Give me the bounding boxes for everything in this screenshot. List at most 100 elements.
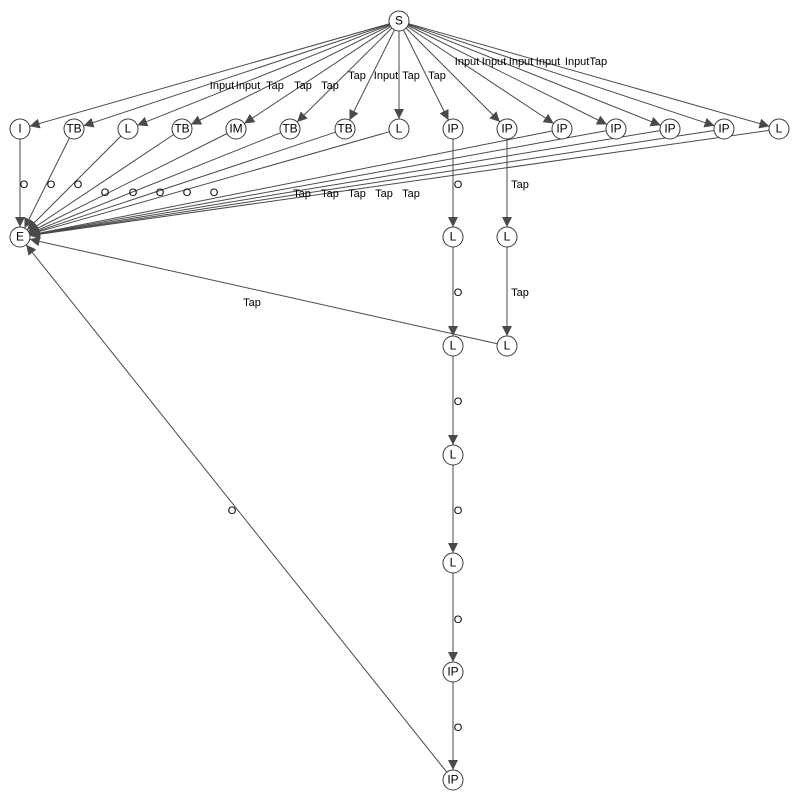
node-n12[interactable]: IP	[605, 118, 627, 140]
edge-S-n7	[349, 29, 395, 121]
node-circle	[496, 335, 518, 357]
edge-label: Input	[455, 56, 479, 68]
node-n9[interactable]: IP	[442, 118, 464, 140]
node-n4[interactable]: TB	[171, 118, 193, 140]
edge-label: Tap	[348, 70, 366, 82]
edge-S-n6	[296, 27, 393, 123]
edge-n15-E	[29, 129, 770, 240]
edge-label: O	[454, 287, 463, 299]
node-a1[interactable]: L	[442, 226, 464, 248]
node-label: L	[776, 122, 783, 136]
edge-S-n14	[408, 23, 715, 128]
edge-label: Tap	[402, 188, 420, 200]
node-circle	[9, 226, 31, 248]
edge-label: Tap	[511, 179, 529, 191]
edge-n2-E	[24, 137, 70, 229]
node-n13[interactable]: IP	[659, 118, 681, 140]
node-label: L	[504, 230, 511, 244]
edge-label: O	[454, 179, 463, 191]
node-label: TB	[282, 122, 297, 136]
node-label: IP	[447, 122, 458, 136]
edge-label: O	[47, 179, 56, 191]
node-label: IM	[229, 122, 242, 136]
node-n10[interactable]: IP	[496, 118, 518, 140]
edge-label: Tap	[511, 287, 529, 299]
node-circle	[442, 552, 464, 574]
edge-S-n5	[244, 26, 391, 124]
node-label: TB	[174, 122, 189, 136]
node-n6[interactable]: TB	[279, 118, 301, 140]
edge-label: O	[210, 187, 219, 199]
node-circle	[442, 444, 464, 466]
node-n3[interactable]: L	[117, 118, 139, 140]
edge-S-n2	[83, 23, 390, 128]
node-n7[interactable]: TB	[334, 118, 356, 140]
edge-label: Input	[536, 56, 560, 68]
edge-n11-E	[29, 130, 553, 238]
edge-S-n11	[407, 26, 554, 124]
node-label: L	[450, 556, 457, 570]
node-circle	[117, 118, 139, 140]
node-n14[interactable]: IP	[713, 118, 735, 140]
edge-label: Input	[236, 80, 260, 92]
node-a5[interactable]: IP	[442, 661, 464, 683]
node-label: IP	[556, 122, 567, 136]
edge-n4-E	[28, 134, 174, 232]
edge-label: Input	[374, 70, 398, 82]
edge-label: O	[454, 614, 463, 626]
node-b1[interactable]: L	[496, 226, 518, 248]
edge-n12-E	[29, 130, 607, 239]
edge-label: O	[228, 505, 237, 517]
edge-S-n4	[190, 25, 391, 125]
edge-label: Input	[482, 56, 506, 68]
node-n1[interactable]: I	[9, 118, 31, 140]
node-circle	[225, 118, 247, 140]
edge-label: Tap	[321, 80, 339, 92]
node-label: L	[450, 339, 457, 353]
node-label: L	[450, 230, 457, 244]
node-a4[interactable]: L	[442, 552, 464, 574]
nodes-layer: S I TB L TB IM TB TB L IP IP IP IP IP IP L E L L L L L L IP IP	[9, 10, 790, 791]
edge-S-n9	[403, 29, 449, 121]
node-E[interactable]: E	[9, 226, 31, 248]
node-circle	[9, 118, 31, 140]
node-n2[interactable]: TB	[63, 118, 85, 140]
edge-label: O	[183, 187, 192, 199]
node-n15[interactable]: L	[768, 118, 790, 140]
node-label: L	[125, 122, 132, 136]
node-label: L	[504, 339, 511, 353]
edge-n13-E	[29, 130, 661, 239]
node-circle	[442, 335, 464, 357]
edge-S-n1	[29, 23, 390, 129]
edge-b2-E	[29, 236, 498, 345]
node-circle	[171, 118, 193, 140]
node-circle	[496, 118, 518, 140]
edge-n7-E	[29, 131, 336, 236]
node-circle	[442, 769, 464, 791]
edge-label: Tap	[266, 80, 284, 92]
edge-label: O	[101, 187, 110, 199]
node-label: L	[450, 448, 457, 462]
node-b2[interactable]: L	[496, 335, 518, 357]
edge-label: Input	[509, 56, 533, 68]
node-n5[interactable]: IM	[225, 118, 247, 140]
edge-n5-E	[28, 133, 228, 233]
node-circle	[388, 118, 410, 140]
node-n11[interactable]: IP	[551, 118, 573, 140]
node-circle	[768, 118, 790, 140]
node-label: IP	[447, 665, 458, 679]
node-circle	[605, 118, 627, 140]
node-label: IP	[447, 773, 458, 787]
node-a6[interactable]: IP	[442, 769, 464, 791]
edge-label: O	[454, 396, 463, 408]
node-a3[interactable]: L	[442, 444, 464, 466]
node-label: IP	[718, 122, 729, 136]
edge-label: Tap	[348, 188, 366, 200]
node-S[interactable]: S	[388, 10, 410, 32]
node-a2[interactable]: L	[442, 335, 464, 357]
node-n8[interactable]: L	[388, 118, 410, 140]
edge-S-n12	[407, 25, 608, 125]
